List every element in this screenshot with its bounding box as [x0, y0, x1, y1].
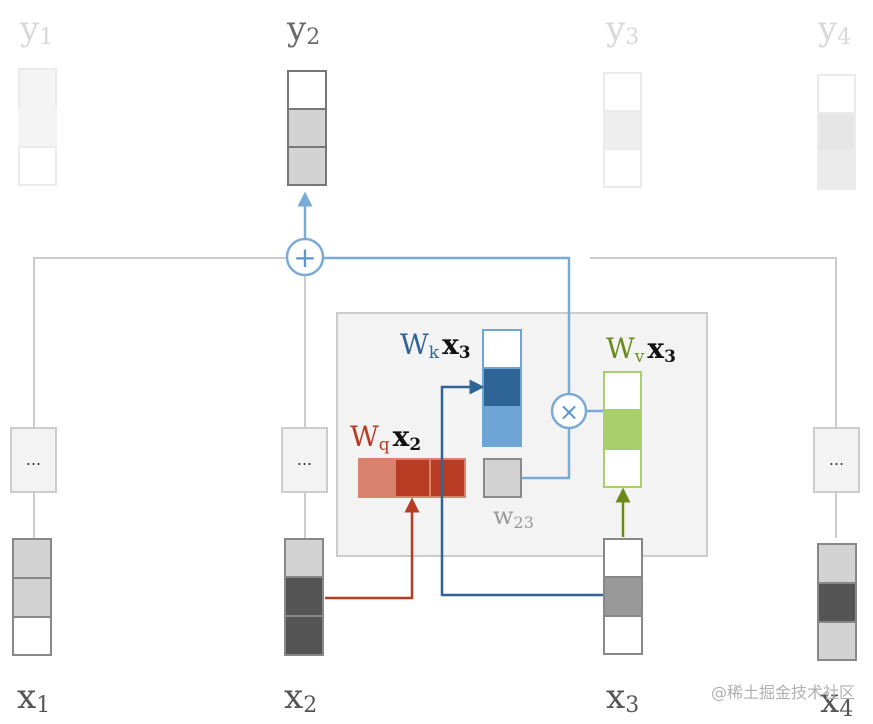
x1-connection-line [33, 257, 288, 538]
x3-to-key-line [440, 500, 604, 597]
svg-text:...: ... [829, 450, 844, 469]
ellipsis-box-x1: ... [10, 427, 57, 493]
label-x1: x1 [17, 677, 50, 718]
weight-w23-box [483, 458, 522, 498]
input-x2-vector [284, 538, 324, 656]
svg-text:...: ... [297, 450, 312, 469]
label-y2: y2 [286, 9, 320, 50]
svg-text:+: + [293, 241, 316, 274]
label-y4: y4 [817, 9, 851, 50]
label-x3: x3 [606, 677, 639, 718]
input-x4-vector [817, 543, 857, 661]
weighted-sum-path [322, 256, 571, 396]
value-vector [603, 371, 642, 488]
x3-to-key-arrow [440, 379, 485, 500]
input-x3-vector [603, 538, 643, 655]
label-weight-w23: w23 [493, 502, 534, 532]
svg-text:×: × [559, 398, 579, 426]
ellipsis-box-x2: ... [281, 427, 328, 493]
output-y2-vector [287, 70, 327, 186]
key-vector [482, 329, 522, 447]
output-y4-vector [817, 74, 856, 190]
watermark: @稀土掘金技术社区 [711, 683, 855, 702]
x2-to-query-arrow [325, 497, 420, 600]
product-operator: × [550, 392, 588, 430]
query-vector [358, 458, 466, 498]
input-x1-vector [12, 538, 52, 656]
weight-to-product-path [522, 428, 571, 480]
label-x4: x4 [820, 681, 853, 722]
label-x2: x2 [284, 677, 317, 718]
sum-operator: + [285, 237, 325, 277]
output-y1-vector [18, 68, 57, 186]
output-y3-vector [603, 72, 642, 188]
label-y1: y1 [19, 9, 53, 50]
ellipsis-box-x4: ... [813, 427, 860, 493]
label-y3: y3 [605, 9, 639, 50]
svg-text:...: ... [26, 450, 41, 469]
